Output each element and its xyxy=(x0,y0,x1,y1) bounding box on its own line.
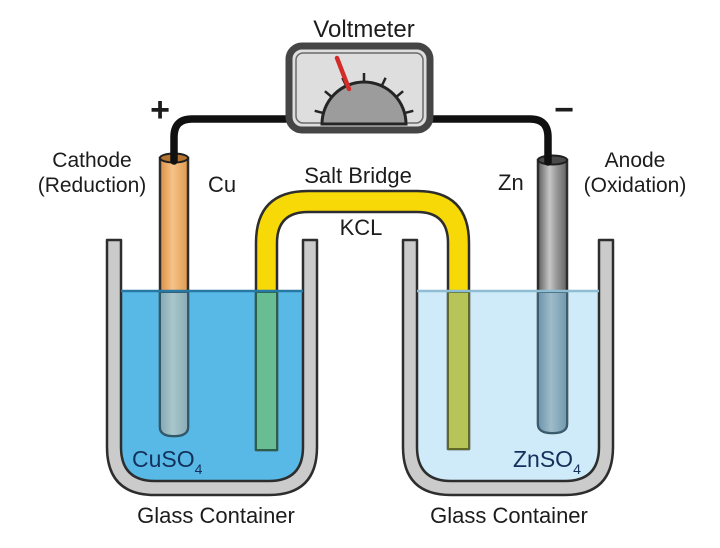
anode-label-line1: Anode xyxy=(604,149,666,172)
znso4-formula: ZnSO xyxy=(513,446,574,472)
cuso4-label: CuSO4 xyxy=(132,446,202,477)
cathode-label-line1: Cathode xyxy=(52,149,132,172)
plus-sign: + xyxy=(150,91,170,129)
znso4-subscript: 4 xyxy=(573,461,581,477)
anode-label: Anode (Oxidation) xyxy=(584,148,687,198)
salt-bridge-label: Salt Bridge xyxy=(304,163,412,188)
znso4-label: ZnSO4 xyxy=(513,446,581,477)
cathode-label: Cathode (Reduction) xyxy=(38,148,147,198)
copper-electrode-submerged xyxy=(159,291,189,438)
cuso4-formula: CuSO xyxy=(132,446,195,472)
wire-left xyxy=(170,115,294,165)
salt-bridge-submerged-left xyxy=(255,291,278,451)
anode-label-line2: (Oxidation) xyxy=(583,174,687,197)
voltmeter-needle xyxy=(334,55,352,92)
zinc-electrode-submerged xyxy=(537,291,568,435)
voltmeter-dial xyxy=(320,80,408,126)
cuso4-subscript: 4 xyxy=(194,461,203,477)
cathode-label-line2: (Reduction) xyxy=(37,174,147,197)
cu-label: Cu xyxy=(208,172,237,197)
wire-right xyxy=(425,115,552,166)
kcl-label: KCL xyxy=(339,215,383,240)
right-glass-container xyxy=(401,238,615,497)
salt-bridge-submerged-right xyxy=(447,291,470,450)
zn-label: Zn xyxy=(498,170,524,195)
glass-container-label-left: Glass Container xyxy=(137,503,295,528)
glass-container-label-right: Glass Container xyxy=(430,503,588,528)
zinc-electrode-cap xyxy=(537,154,568,166)
minus-sign: − xyxy=(554,91,574,129)
left-glass-container xyxy=(105,238,319,497)
salt-bridge-tube xyxy=(254,189,471,452)
voltmeter-label: Voltmeter xyxy=(313,16,415,43)
